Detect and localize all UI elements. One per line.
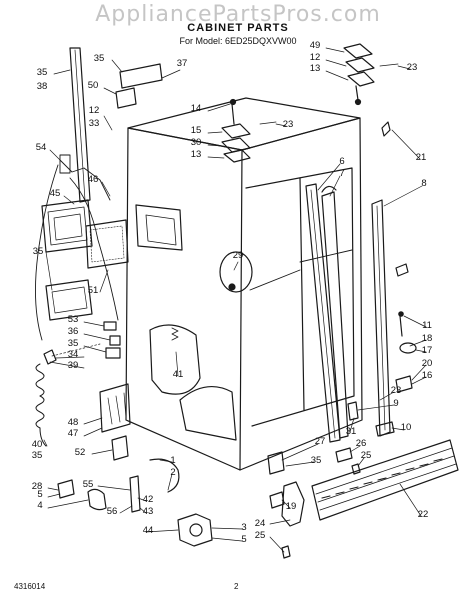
- callout-31: 31: [346, 426, 357, 437]
- callout-47: 47: [68, 428, 79, 439]
- callout-44: 44: [143, 525, 154, 536]
- callout-37: 37: [177, 58, 188, 69]
- callout-27: 27: [315, 436, 326, 447]
- callout-10: 10: [401, 422, 412, 433]
- right-small-parts: [347, 121, 417, 437]
- callout-34: 34: [68, 349, 79, 360]
- footer-document-code: 4316014: [14, 582, 46, 591]
- callout-25: 25: [361, 450, 372, 461]
- callout-45: 45: [50, 188, 61, 199]
- callout-35: 35: [68, 338, 79, 349]
- callout-35: 35: [32, 450, 43, 461]
- callout-56: 56: [107, 506, 118, 517]
- footer-page-number: 2: [234, 582, 239, 591]
- center-hinge-stack: [221, 98, 277, 163]
- callout-25: 25: [255, 530, 266, 541]
- left-vertical-trim: [69, 47, 91, 203]
- callout-53: 53: [68, 314, 79, 325]
- callout-4: 4: [37, 500, 42, 511]
- callout-9: 9: [393, 398, 398, 409]
- callout-35: 35: [37, 67, 48, 78]
- callout-51: 51: [88, 285, 99, 296]
- callout-55: 55: [83, 479, 94, 490]
- cabinet-body: [125, 97, 363, 471]
- callout-28: 28: [32, 481, 43, 492]
- callout-39: 39: [68, 360, 79, 371]
- toe-grille: [311, 439, 459, 521]
- callout-42: 42: [143, 494, 154, 505]
- callout-22: 22: [418, 509, 429, 520]
- model-subtitle: For Model: 6ED25DQXVW00: [179, 36, 297, 46]
- bottom-center-parts: [267, 447, 361, 559]
- insulation-pad: [45, 279, 93, 321]
- wiring-harness: [35, 154, 119, 341]
- callout-5: 5: [241, 534, 246, 545]
- callout-15: 15: [191, 125, 202, 136]
- callout-43: 43: [143, 506, 154, 517]
- callout-20: 20: [422, 358, 433, 369]
- callout-6: 6: [339, 156, 344, 167]
- callout-54: 54: [36, 142, 47, 153]
- watermark: AppliancePartsPros.com: [95, 2, 381, 27]
- callout-35: 35: [94, 53, 105, 64]
- callout-1: 1: [170, 455, 175, 466]
- callout-24: 24: [255, 518, 266, 529]
- callout-36: 36: [68, 326, 79, 337]
- callout-49: 49: [310, 40, 321, 51]
- callout-48: 48: [68, 417, 79, 428]
- callout-3: 3: [241, 522, 246, 533]
- callout-35: 35: [33, 246, 44, 257]
- callout-19: 19: [286, 501, 297, 512]
- callout-23: 23: [391, 385, 402, 396]
- upper-hinge-stack: [343, 43, 399, 106]
- leader-lines: [43, 47, 427, 553]
- callout-21: 21: [416, 152, 427, 163]
- callout-33: 33: [89, 118, 100, 129]
- callout-30: 30: [191, 137, 202, 148]
- callout-12: 12: [89, 105, 100, 116]
- callout-23: 23: [407, 62, 418, 73]
- callout-38: 38: [37, 81, 48, 92]
- callout-23: 23: [283, 119, 294, 130]
- callout-50: 50: [88, 80, 99, 91]
- callout-40: 40: [32, 439, 43, 450]
- bottom-left-parts: [57, 435, 213, 547]
- left-small-parts: [43, 321, 121, 365]
- callout-35: 35: [311, 455, 322, 466]
- heater-panels: [41, 199, 129, 269]
- callout-13: 13: [310, 63, 321, 74]
- callout-46: 46: [88, 174, 99, 185]
- top-bracket: [115, 63, 163, 109]
- callout-29: 29: [233, 250, 244, 261]
- callout-7: 7: [339, 168, 344, 179]
- rear-louver-panel: [99, 383, 131, 433]
- drain-heater-coil: [35, 363, 47, 447]
- right-trim-strip: [371, 199, 391, 437]
- callout-16: 16: [422, 370, 433, 381]
- callout-52: 52: [75, 447, 86, 458]
- callout-17: 17: [422, 345, 433, 356]
- callout-2: 2: [170, 467, 175, 478]
- callout-5: 5: [37, 489, 42, 500]
- callout-13: 13: [191, 149, 202, 160]
- callout-41: 41: [173, 369, 184, 380]
- callout-12: 12: [310, 52, 321, 63]
- mullion-strips: [305, 183, 349, 443]
- callout-14: 14: [191, 103, 202, 114]
- callout-8: 8: [421, 178, 426, 189]
- diagram-title: CABINET PARTS: [187, 22, 289, 34]
- callout-11: 11: [422, 320, 432, 331]
- callout-26: 26: [356, 438, 367, 449]
- callout-18: 18: [422, 333, 433, 344]
